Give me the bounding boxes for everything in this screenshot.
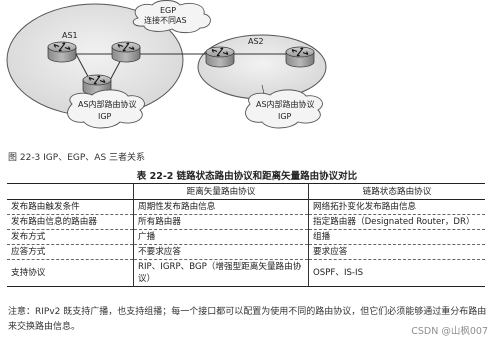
table-row: 发布路由触发条件 周期性发布路由信息 网络拓扑变化发布路由信息 xyxy=(7,199,485,215)
igp-callout-left: AS内部路由协议 IGP xyxy=(67,89,145,129)
router-icon xyxy=(111,41,141,63)
igp-left-line2: IGP xyxy=(98,112,112,121)
comparison-table: 距离矢量路由协议 链路状态路由协议 发布路由触发条件 周期性发布路由信息 网络拓… xyxy=(7,183,485,287)
as1-label: AS1 xyxy=(62,31,78,40)
as2-label: AS2 xyxy=(248,37,264,46)
table-row: 发布路由信息的路由器 所有路由器 指定路由器（Designated Router… xyxy=(7,214,485,230)
egp-cloud: EGP 连接不同AS xyxy=(132,0,211,34)
figure-caption: 图 22-3 IGP、EGP、AS 三者关系 xyxy=(8,153,146,163)
router-icon xyxy=(285,46,315,68)
watermark: CSDN @山枫007 xyxy=(411,326,488,337)
row-name: 发布路由信息的路由器 xyxy=(11,217,97,227)
ls-cell: 组播 xyxy=(308,229,485,245)
row-name: 应答方式 xyxy=(11,247,46,257)
as1-cloud: AS1 xyxy=(6,3,184,117)
footnote: 注意：RIPv2 既支持广播，也支持组播；每一个接口都可以配置为使用不同的路由协… xyxy=(8,307,487,332)
igp-left-line1: AS内部路由协议 xyxy=(78,99,137,109)
table-row: 发布方式 广播 组播 xyxy=(7,229,485,245)
dv-cell: 所有路由器 xyxy=(133,214,309,230)
dv-cell: 周期性发布路由信息 xyxy=(133,199,309,215)
router-icon xyxy=(47,41,77,63)
table-title: 表 22-2 链路状态路由协议和距离矢量路由协议对比 xyxy=(136,171,358,182)
ls-cell: 指定路由器（Designated Router，DR） xyxy=(308,214,485,230)
dv-cell: 不要求应答 xyxy=(133,244,309,260)
dv-cell: 广播 xyxy=(133,229,309,245)
egp-label: EGP xyxy=(160,6,176,15)
egp-sublabel: 连接不同AS xyxy=(144,15,187,25)
ls-cell: 网络拓扑变化发布路由信息 xyxy=(308,199,485,215)
router-icon xyxy=(205,46,235,68)
row-name: 发布方式 xyxy=(11,232,46,242)
row-name: 发布路由触发条件 xyxy=(11,202,80,212)
igp-right-line2: IGP xyxy=(278,112,292,121)
table-row: 支持协议 RIP、IGRP、BGP（增强型距离矢量路由协议） OSPF、IS-I… xyxy=(7,259,485,287)
header-cell xyxy=(7,184,134,200)
ls-cell: OSPF、IS-IS xyxy=(308,259,485,287)
network-diagram: AS1 AS2 EGP 连接不同AS AS内部路由协议 IGP AS内部路由协 xyxy=(6,0,327,129)
header-cell: 距离矢量路由协议 xyxy=(133,183,309,200)
dv-cell: RIP、IGRP、BGP（增强型距离矢量路由协议） xyxy=(133,259,309,287)
ls-cell: 要求应答 xyxy=(308,244,485,260)
table-row: 应答方式 不要求应答 要求应答 xyxy=(7,244,485,260)
igp-right-line1: AS内部路由协议 xyxy=(256,99,315,109)
igp-callout-right: AS内部路由协议 IGP xyxy=(245,89,323,129)
header-cell: 链路状态路由协议 xyxy=(308,183,485,200)
table-header-row: 距离矢量路由协议 链路状态路由协议 xyxy=(7,183,485,200)
row-name: 支持协议 xyxy=(11,268,46,278)
